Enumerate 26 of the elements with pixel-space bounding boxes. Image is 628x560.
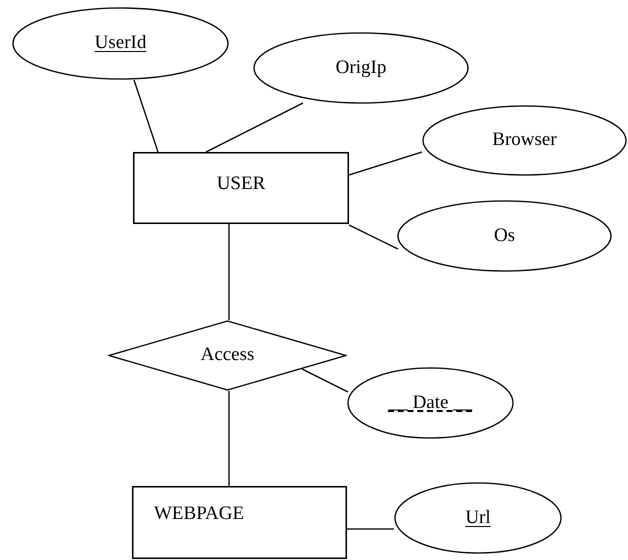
attribute-ellipse — [347, 367, 514, 439]
node-label: Os — [494, 224, 516, 248]
connector-line — [206, 102, 304, 153]
connector-line — [302, 368, 348, 393]
node-label: Url — [465, 506, 491, 530]
connector-line — [228, 391, 230, 486]
connector-line — [347, 528, 394, 530]
attribute-ellipse — [422, 105, 627, 176]
node-label: Browser — [492, 128, 557, 152]
node-label: WEBPAGE — [154, 502, 244, 526]
node-label: USER — [216, 172, 266, 196]
connector-line — [133, 80, 159, 152]
node-label: __ Date __ — [388, 390, 472, 415]
connector-line — [228, 224, 230, 320]
attribute-ellipse — [12, 7, 229, 80]
attribute-ellipse — [394, 482, 562, 554]
connector-line — [348, 151, 422, 176]
relationship-diamond — [108, 320, 347, 391]
entity-box — [133, 152, 349, 224]
node-label: Access — [200, 343, 254, 368]
connector-line — [348, 224, 398, 250]
node-label: OrigIp — [336, 56, 386, 80]
attribute-ellipse — [397, 200, 612, 272]
attribute-ellipse — [253, 32, 469, 104]
entity-box — [132, 486, 347, 559]
node-label: UserId — [94, 31, 146, 56]
